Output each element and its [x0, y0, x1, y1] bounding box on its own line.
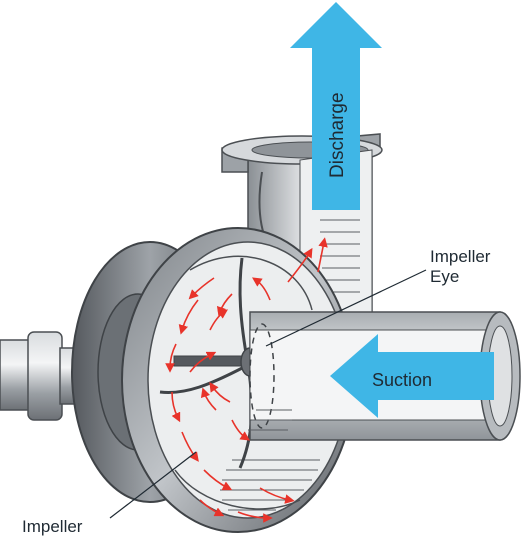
impeller-eye-label-line2: Eye — [430, 267, 459, 286]
impeller-eye-label-line1: Impeller — [430, 247, 491, 266]
discharge-label: Discharge — [327, 92, 348, 178]
suction-label: Suction — [372, 370, 432, 390]
impeller-label: Impeller — [22, 517, 83, 536]
